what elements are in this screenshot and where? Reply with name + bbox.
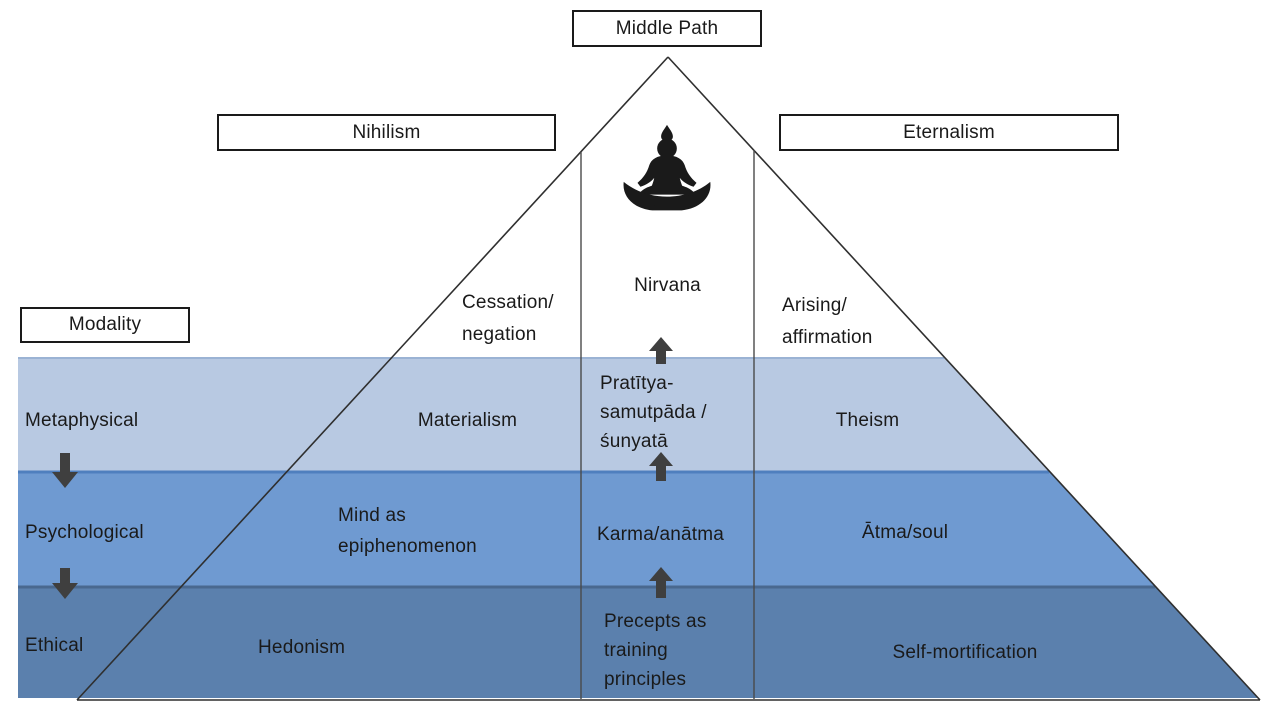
nirvana-caption: Nirvana <box>634 275 701 296</box>
modality-row-psychological: Psychological <box>25 522 144 543</box>
eternalism-metaphysical-theism: Theism <box>835 410 900 431</box>
down-arrow-icon <box>52 453 78 599</box>
eternalism-psychological-atma: Ātma/soul <box>861 522 949 543</box>
middle-metaphysical-pratitya: Pratītya- samutpāda / śunyatā <box>600 373 707 452</box>
nihilism-label-box: Nihilism <box>217 114 556 151</box>
modality-label-box: Modality <box>20 307 190 343</box>
middle-path-label: Middle Path <box>615 17 719 39</box>
band-psychological <box>18 472 1156 587</box>
middle-channel-lines <box>580 150 755 699</box>
band-metaphysical <box>18 357 1050 472</box>
nihilism-label: Nihilism <box>352 121 421 143</box>
buddha-lotus-icon <box>623 124 711 211</box>
nihilism-metaphysical-materialism: Materialism <box>417 410 518 431</box>
modality-row-metaphysical: Metaphysical <box>25 410 139 431</box>
cessation-negation-caption: Cessation/ negation <box>462 292 554 345</box>
up-arrow-icon <box>649 337 673 598</box>
arising-affirmation-caption: Arising/ affirmation <box>782 295 873 348</box>
eternalism-label: Eternalism <box>903 121 995 143</box>
eternalism-label-box: Eternalism <box>779 114 1119 151</box>
nihilism-psychological-mind: Mind as epiphenomenon <box>338 505 477 557</box>
middle-psychological-karma: Karma/anātma <box>597 524 725 545</box>
middle-ethical-precepts: Precepts as training principles <box>604 611 707 690</box>
eternalism-ethical-selfmortification: Self-mortification <box>892 642 1038 663</box>
triangle-outline <box>76 56 1261 701</box>
modality-row-ethical: Ethical <box>25 635 84 656</box>
middle-path-label-box: Middle Path <box>572 10 762 47</box>
band-ethical <box>18 587 1258 698</box>
nihilism-ethical-hedonism: Hedonism <box>258 637 346 658</box>
modality-label: Modality <box>68 314 142 335</box>
